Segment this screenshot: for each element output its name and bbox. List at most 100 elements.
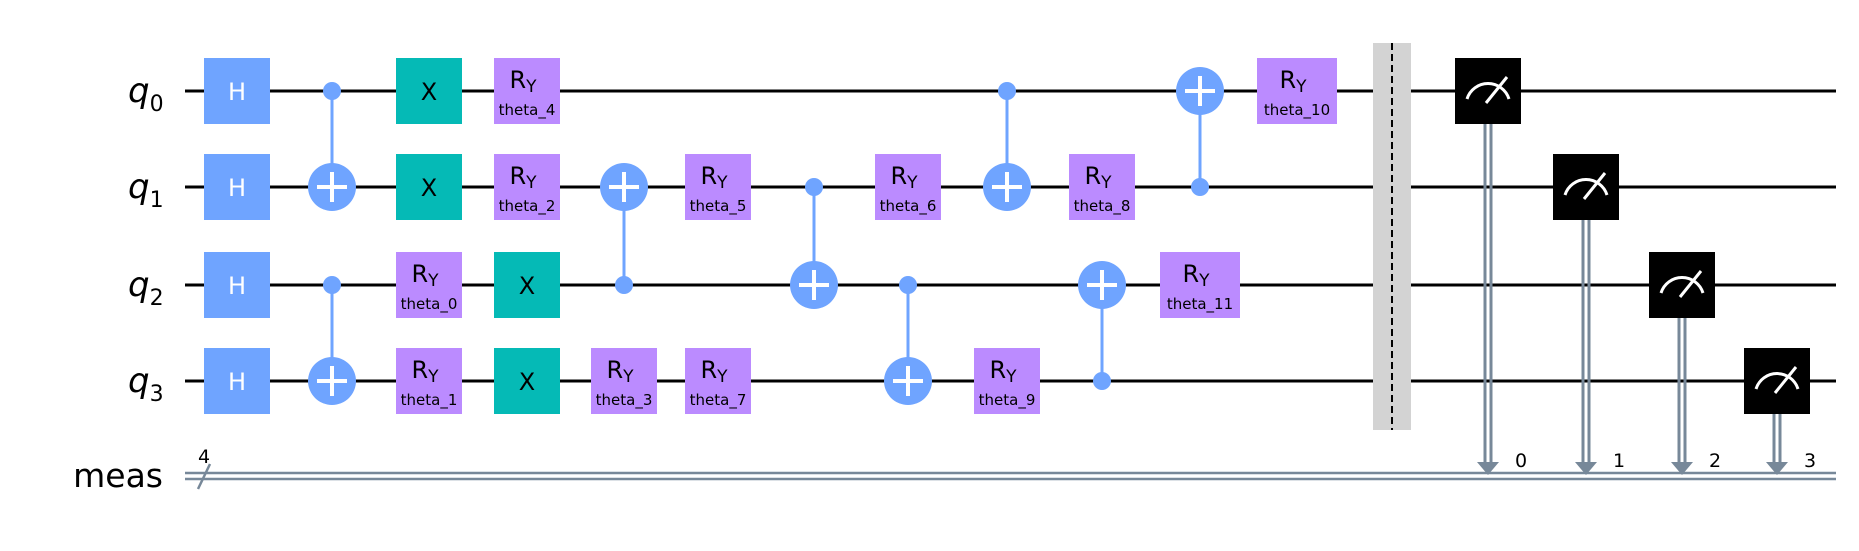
classical-bit-index: 2 xyxy=(1709,450,1721,472)
cnot-control-dot xyxy=(1093,372,1111,390)
classical-bit-index: 3 xyxy=(1804,450,1816,472)
ry-gate-parameter: theta_10 xyxy=(1264,101,1330,120)
gate-symbol: H xyxy=(228,78,246,106)
ry-main-letter: R xyxy=(411,260,428,288)
ry-gate-symbol: RY xyxy=(890,162,918,193)
measure-gate xyxy=(1649,252,1715,318)
cnot-gate xyxy=(308,276,356,405)
measure-box xyxy=(1649,252,1715,318)
gate-box xyxy=(204,252,270,318)
gate-box xyxy=(685,348,751,414)
ry-gate-parameter: theta_5 xyxy=(690,197,747,216)
ry-gate-symbol: RY xyxy=(1182,260,1210,291)
gate-box xyxy=(204,154,270,220)
cnot-gate xyxy=(308,82,356,211)
cnot-control-dot xyxy=(615,276,633,294)
meter-needle xyxy=(1582,172,1607,200)
gate-box xyxy=(204,58,270,124)
ry-gate-parameter: theta_3 xyxy=(596,391,653,410)
cnot-gate xyxy=(1078,261,1126,390)
ry-main-letter: R xyxy=(411,356,428,384)
ry-gate-symbol: RY xyxy=(411,260,439,291)
ry-main-letter: R xyxy=(989,356,1006,384)
pauli-x-gate: X xyxy=(494,252,560,318)
hadamard-gate: H xyxy=(204,348,270,414)
ry-sub-letter: Y xyxy=(1005,367,1017,387)
ry-sub-letter: Y xyxy=(427,271,439,291)
meter-arc xyxy=(1754,372,1800,390)
ry-sub-letter: Y xyxy=(1100,173,1112,193)
ry-gate-parameter: theta_1 xyxy=(401,391,458,410)
measure-arrowhead xyxy=(1575,462,1597,475)
ry-gate-symbol: RY xyxy=(1279,66,1307,97)
ry-gate-symbol: RY xyxy=(700,356,728,387)
ry-main-letter: R xyxy=(509,162,526,190)
qubit-letter: q xyxy=(128,265,150,305)
ry-sub-letter: Y xyxy=(716,173,728,193)
gate-box xyxy=(591,348,657,414)
qubit-label-3: q3 xyxy=(128,361,164,407)
ry-rotation-gate: RY theta_10 xyxy=(1257,58,1337,124)
gate-symbol: X xyxy=(421,174,437,202)
qubit-label-1: q1 xyxy=(128,167,164,213)
gate-symbol: H xyxy=(228,174,246,202)
ry-gate-symbol: RY xyxy=(509,162,537,193)
classical-bus-slash xyxy=(196,463,212,490)
measure-arrowhead xyxy=(1477,462,1499,475)
ry-gate-parameter: theta_0 xyxy=(401,295,458,314)
ry-main-letter: R xyxy=(606,356,623,384)
gate-box xyxy=(494,58,560,124)
ry-gate-symbol: RY xyxy=(989,356,1017,387)
qubit-letter: q xyxy=(128,167,150,207)
gate-box xyxy=(396,348,462,414)
meter-arc xyxy=(1563,178,1609,196)
ry-main-letter: R xyxy=(1084,162,1101,190)
ry-gate-parameter: theta_8 xyxy=(1074,197,1131,216)
gate-symbol: X xyxy=(519,272,535,300)
gate-box xyxy=(494,154,560,220)
ry-main-letter: R xyxy=(700,162,717,190)
cnot-control-dot xyxy=(998,82,1016,100)
gate-symbol: H xyxy=(228,272,246,300)
ry-main-letter: R xyxy=(890,162,907,190)
pauli-x-gate: X xyxy=(396,58,462,124)
qubit-index: 1 xyxy=(150,188,164,213)
gate-box xyxy=(1069,154,1135,220)
cnot-gate xyxy=(983,82,1031,211)
ry-sub-letter: Y xyxy=(427,367,439,387)
ry-sub-letter: Y xyxy=(525,77,537,97)
meter-arc xyxy=(1659,276,1705,294)
qubit-index: 3 xyxy=(150,382,164,407)
ry-main-letter: R xyxy=(700,356,717,384)
measure-gate xyxy=(1553,154,1619,220)
qubit-letter: q xyxy=(128,361,150,401)
gate-box xyxy=(875,154,941,220)
qubit-letter: q xyxy=(128,71,150,111)
gate-box xyxy=(974,348,1040,414)
measure-box xyxy=(1744,348,1810,414)
gate-box xyxy=(685,154,751,220)
qubit-label-2: q2 xyxy=(128,265,164,311)
ry-gate-symbol: RY xyxy=(509,66,537,97)
gate-symbol: H xyxy=(228,368,246,396)
measure-gate xyxy=(1455,58,1521,124)
gate-box xyxy=(1160,252,1240,318)
cnot-gate xyxy=(790,178,838,309)
ry-gate-parameter: theta_6 xyxy=(880,197,937,216)
hadamard-gate: H xyxy=(204,252,270,318)
ry-sub-letter: Y xyxy=(622,367,634,387)
gate-box xyxy=(396,252,462,318)
ry-gate-symbol: RY xyxy=(1084,162,1112,193)
meter-arc xyxy=(1465,82,1511,100)
gate-box xyxy=(494,252,560,318)
